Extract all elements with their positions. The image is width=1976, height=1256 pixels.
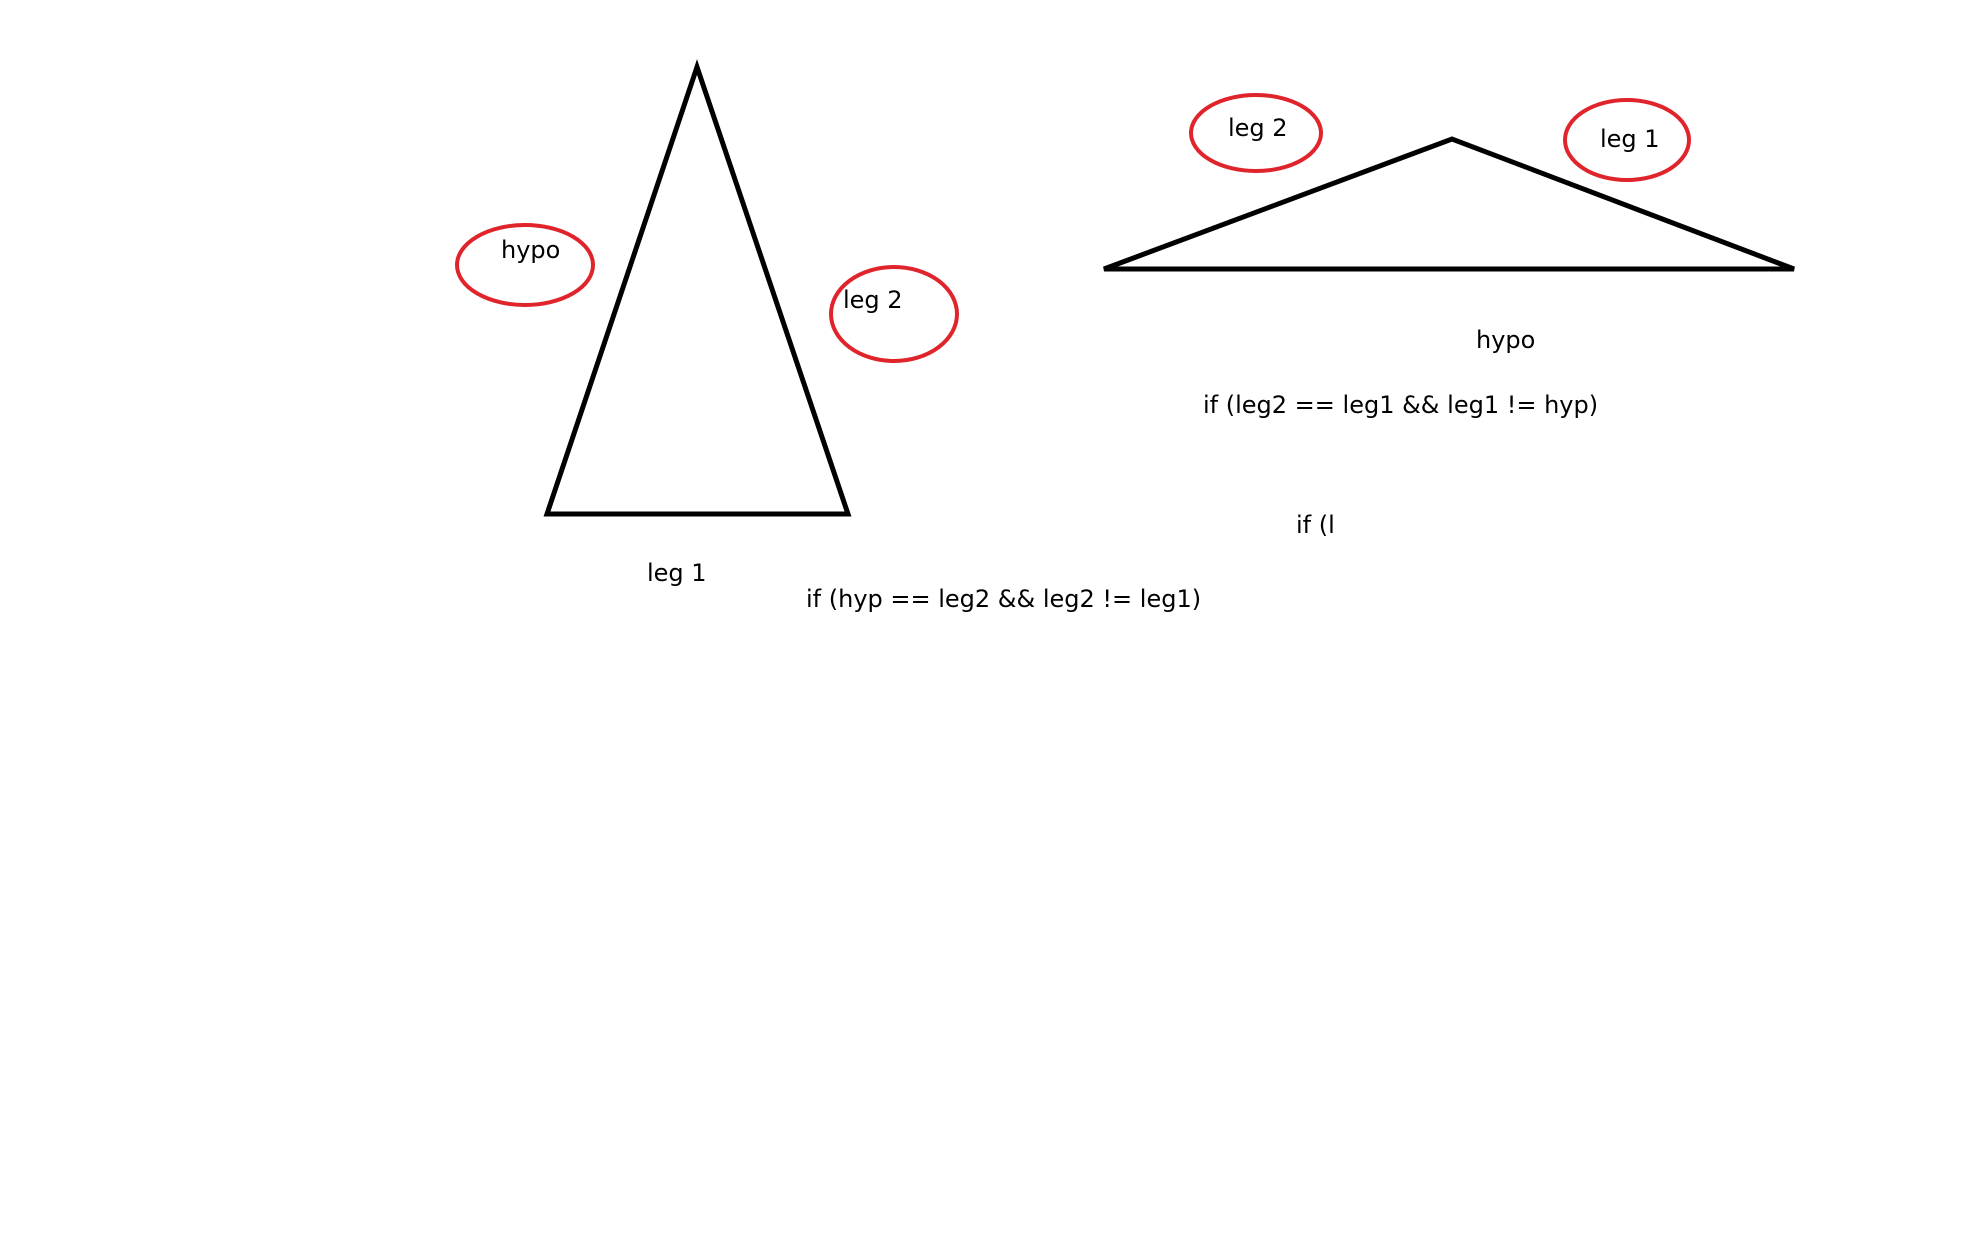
right-leg2-highlight-circle [1189, 93, 1323, 173]
left-triangle-shape [543, 59, 852, 517]
right-leg1-label: leg 1 [1600, 125, 1660, 153]
left-triangle: hypo leg 2 leg 1 if (hyp == leg2 && leg2… [455, 59, 1201, 613]
left-leg2-label: leg 2 [843, 286, 903, 314]
right-hypo-label: hypo [1476, 326, 1535, 354]
left-hypo-label: hypo [501, 236, 560, 264]
right-leg2-label: leg 2 [1228, 114, 1288, 142]
right-condition-text: if (leg2 == leg1 && leg1 != hyp) [1203, 391, 1598, 419]
right-leg1-highlight-circle [1563, 98, 1691, 182]
right-partial-condition-text: if (l [1296, 511, 1335, 539]
right-triangle: leg 2 leg 1 hypo if (leg2 == leg1 && leg… [1103, 93, 1795, 539]
left-condition-text: if (hyp == leg2 && leg2 != leg1) [806, 585, 1201, 613]
right-triangle-shape [1103, 136, 1795, 272]
left-leg2-highlight-circle [829, 265, 959, 363]
left-hypo-highlight-circle [455, 223, 595, 307]
left-leg1-label: leg 1 [647, 559, 707, 587]
